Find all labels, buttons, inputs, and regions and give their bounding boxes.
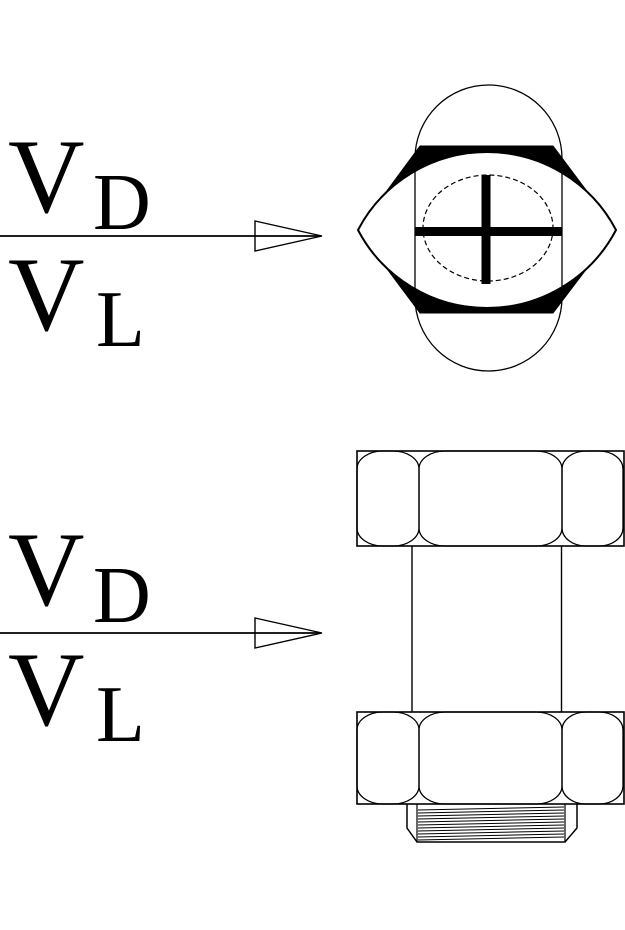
- nut-center-face: [418, 711, 563, 805]
- nut-right-face: [561, 711, 624, 805]
- bolt-head-center-face: [418, 450, 563, 547]
- thread-hatch-lines: [417, 806, 565, 841]
- bottom-numerator-subscript: D: [93, 552, 151, 640]
- thread-stub-outline: [406, 804, 578, 843]
- bolt-head-left-face: [356, 450, 420, 547]
- thread-line: [417, 815, 565, 820]
- bolt-head-right-face: [561, 450, 624, 547]
- bottom-denominator-subscript: L: [96, 671, 145, 759]
- thread-line: [417, 833, 565, 838]
- thread-line: [417, 806, 565, 811]
- thread-line: [417, 809, 565, 814]
- thread-line: [417, 812, 565, 817]
- thread-line: [417, 818, 565, 823]
- top-numerator-main: V: [8, 118, 85, 235]
- top-numerator-subscript: D: [93, 159, 151, 247]
- top-arrowhead-icon: [254, 220, 323, 252]
- top-denominator-subscript: L: [96, 276, 145, 364]
- thread-line: [417, 830, 565, 835]
- nut-left-face: [356, 711, 420, 805]
- capsule-outline: [414, 84, 563, 372]
- thread-line: [417, 821, 565, 826]
- bottom-numerator-main: V: [8, 511, 85, 628]
- bottom-label-group: V D V L: [0, 511, 323, 759]
- bottom-denominator-main: V: [8, 631, 85, 748]
- bottom-arrowhead-icon: [254, 617, 323, 649]
- top-label-group: V D V L: [0, 118, 323, 364]
- top-denominator-main: V: [8, 236, 85, 353]
- thread-line: [417, 824, 565, 829]
- thread-line: [417, 827, 565, 832]
- bolt-top-view: [356, 84, 618, 372]
- bolt-head-outline: [356, 450, 625, 547]
- bolt-front-view: [356, 450, 625, 843]
- nut-outline: [356, 711, 625, 805]
- thread-line: [417, 836, 565, 841]
